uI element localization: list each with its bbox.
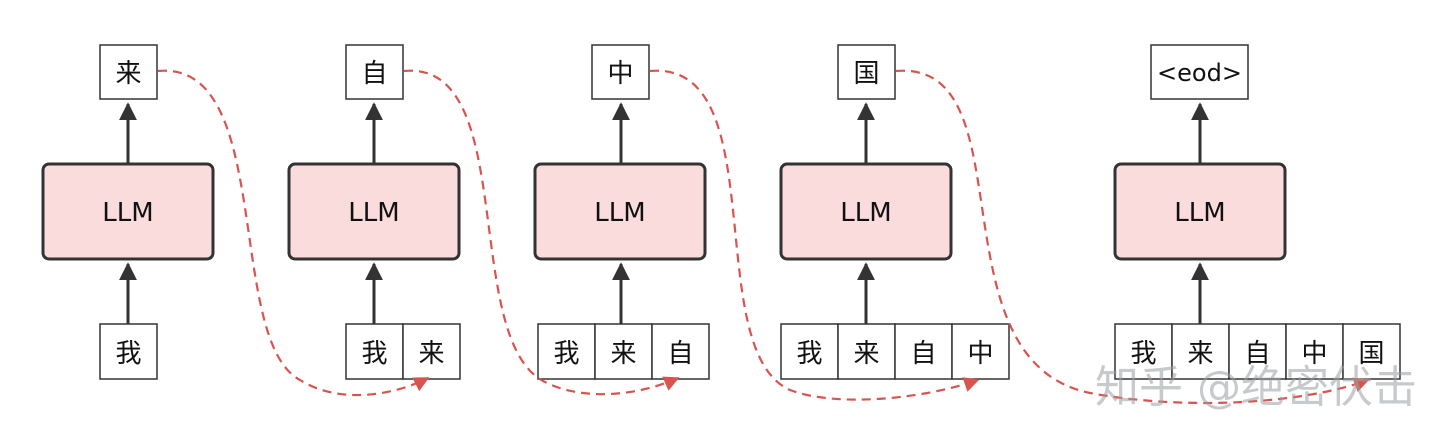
input-token: 国 [1358,339,1384,369]
input-token-box [894,323,953,380]
input-token-box [594,323,653,380]
input-token: 我 [115,339,141,369]
llm-block [779,162,953,261]
output-token-box [345,44,404,100]
input-token: 我 [796,339,822,369]
input-token: 来 [853,339,879,369]
input-token-box [1228,323,1287,380]
input-token-box [1171,323,1230,380]
input-token-box [951,323,1010,380]
llm-label: LLM [1174,198,1225,228]
feedback-arrow-1 [157,69,430,397]
output-token-box [1150,44,1249,100]
input-token-box [1342,323,1401,380]
stage-2: 自 LLM 我 来 [287,44,461,380]
input-token: 中 [967,339,993,369]
llm-block [1113,162,1287,261]
llm-block [533,162,707,261]
input-token-box [345,323,404,380]
llm-label: LLM [348,198,399,228]
stage-5: <eod> LLM 我 来 自 中 国 [1113,44,1401,380]
input-token: 自 [1244,339,1270,369]
input-token-box [1285,323,1344,380]
input-token-box [651,323,710,380]
llm-block [287,162,461,261]
llm-label: LLM [102,198,153,228]
output-token: 来 [115,59,141,89]
input-token: 我 [553,339,579,369]
feedback-arrow-2 [403,69,680,396]
stage-4: 国 LLM 我 来 自 中 [779,44,1010,380]
input-token-box [402,323,461,380]
stage-1: 来 LLM 我 [41,44,215,380]
input-token: 自 [667,339,693,369]
output-token-box [837,44,896,100]
llm-block [41,162,215,261]
input-token: 我 [361,339,387,369]
output-token: <eod> [1157,59,1242,87]
input-token: 中 [1301,339,1327,369]
output-token-box [591,44,650,100]
input-token: 自 [910,339,936,369]
input-token: 我 [1130,339,1156,369]
llm-label: LLM [840,198,891,228]
input-token: 来 [418,339,444,369]
input-token-box [99,323,158,380]
input-token: 来 [1187,339,1213,369]
feedback-arrow-3 [649,69,980,401]
stage-3: 中 LLM 我 来 自 [533,44,710,380]
output-token-box [99,44,158,100]
llm-label: LLM [594,198,645,228]
output-token: 中 [607,59,633,89]
watermark: 知乎 @绝密伏击 [1095,362,1417,413]
input-token-box [537,323,596,380]
input-token: 来 [610,339,636,369]
output-token: 自 [361,59,387,89]
input-token-box [780,323,839,380]
feedback-arrow-4 [895,69,1370,405]
output-token: 国 [853,59,879,89]
